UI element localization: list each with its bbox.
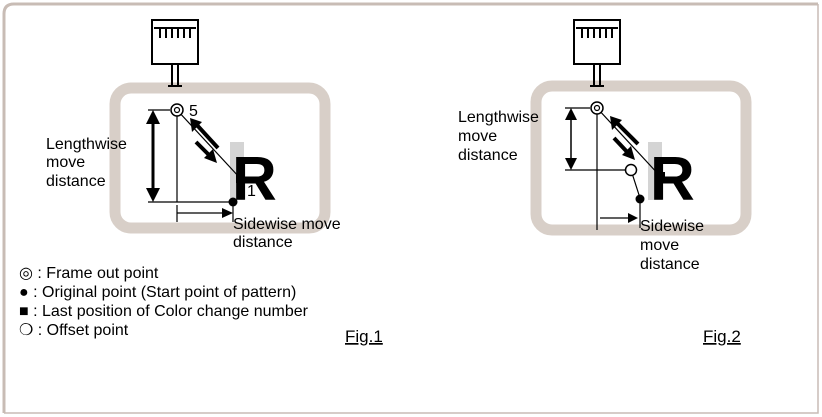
original-point: [228, 197, 238, 207]
sidewise-label: Sidewise move distance: [233, 216, 345, 251]
hoop-frame: [530, 80, 752, 236]
legend-item-last-position: ■ : Last position of Color change number: [19, 303, 309, 320]
marker-label-1: 1: [247, 183, 256, 200]
legend: ◎ : Frame out point ● : Original point (…: [19, 265, 309, 339]
frame-out-point: [590, 101, 604, 115]
sidewise-label: Sidewise move distance: [640, 218, 708, 273]
outer-border-right: [4, 4, 819, 414]
carriage-icon: [573, 19, 621, 87]
marker-label-5: 5: [189, 103, 198, 120]
last-color-change-position: [236, 174, 245, 183]
frame-out-point: [170, 103, 184, 117]
figure-1: R 5 1 Lengthwise move distance: [46, 19, 383, 346]
last-color-change-position: [656, 172, 665, 181]
filled-square-icon: ■: [19, 303, 29, 320]
legend-item-frame-out: ◎ : Frame out point: [19, 265, 159, 282]
letter-r-shape: R: [648, 142, 695, 214]
fig1-caption: Fig.1: [345, 327, 383, 346]
fig2-caption: Fig.2: [703, 327, 741, 346]
double-circle-icon: ◎: [19, 265, 33, 282]
figure-2: R Lengthwise move distance: [458, 19, 752, 346]
open-circle-icon: ❍: [19, 322, 33, 339]
filled-circle-icon: ●: [19, 284, 29, 301]
hoop-frame: [109, 82, 331, 234]
lengthwise-label: Lengthwise move distance: [46, 136, 131, 190]
legend-item-offset-point: ❍ : Offset point: [19, 322, 129, 339]
original-point: [635, 194, 645, 204]
offset-point: [624, 163, 638, 177]
legend-item-original-point: ● : Original point (Start point of patte…: [19, 284, 296, 301]
outer-border: [2, 2, 818, 413]
carriage-icon: [151, 19, 199, 87]
lengthwise-label: Lengthwise move distance: [458, 109, 543, 164]
